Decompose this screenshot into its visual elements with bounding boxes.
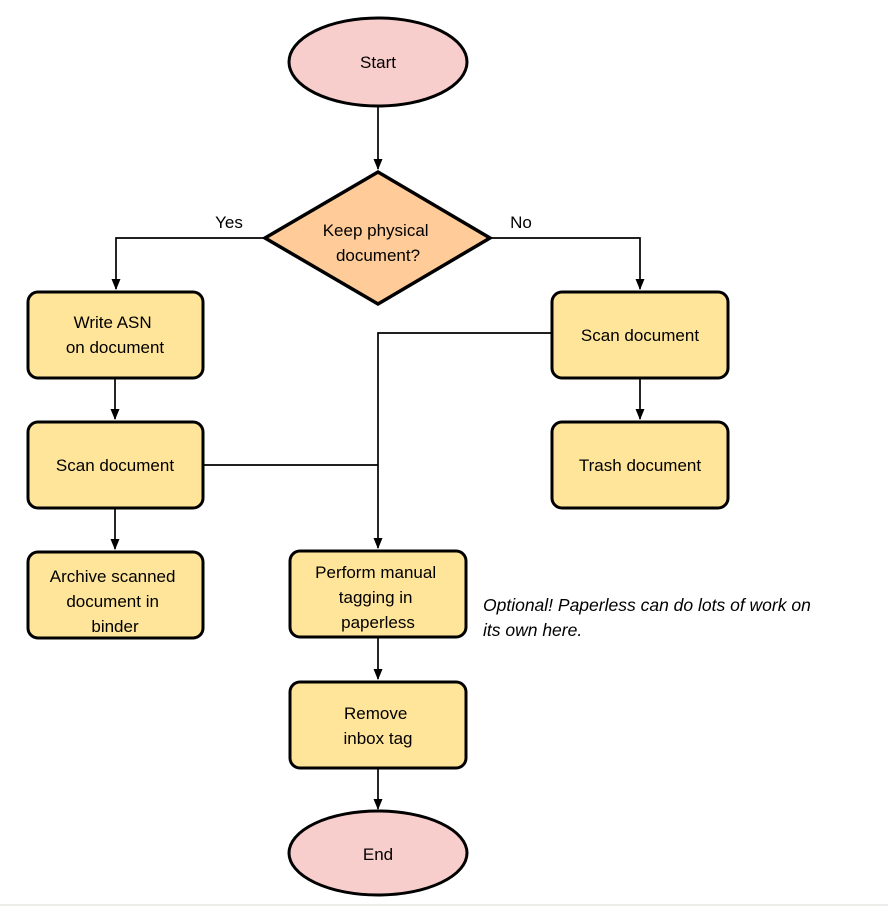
archive-node	[26, 550, 205, 640]
decision-label: Keep physical document?	[323, 221, 434, 265]
scan-document-right-node	[550, 290, 730, 380]
annotation-note: Optional! Paperless can do lots of work …	[483, 595, 816, 640]
edge-yes-branch	[111, 237, 265, 290]
scan-document-right-label: Scan document	[581, 326, 699, 345]
trash-document-node	[550, 420, 730, 510]
start-label: Start	[360, 53, 396, 72]
scan-document-left-node	[26, 420, 205, 510]
tagging-label: Perform manual tagging in paperless	[315, 563, 441, 632]
archive-label: Archive scanned document in binder	[50, 567, 180, 636]
end-node	[287, 809, 469, 897]
trash-document-label: Trash document	[579, 456, 701, 475]
decision-node	[261, 169, 494, 307]
bottom-edge-line	[0, 904, 888, 906]
scan-document-left-label: Scan document	[56, 456, 174, 475]
edge-label-yes: Yes	[215, 213, 243, 232]
start-node	[287, 16, 469, 108]
end-label: End	[363, 845, 393, 864]
edge-label-no: No	[510, 213, 532, 232]
write-asn-node	[26, 290, 205, 380]
remove-inbox-label: Remove inbox tag	[344, 704, 413, 748]
edge-no-branch	[490, 237, 645, 290]
write-asn-label: Write ASN on document	[66, 313, 165, 357]
remove-inbox-node	[288, 680, 468, 770]
tagging-node	[288, 549, 468, 639]
edge-scanright-to-tagging	[373, 332, 552, 549]
